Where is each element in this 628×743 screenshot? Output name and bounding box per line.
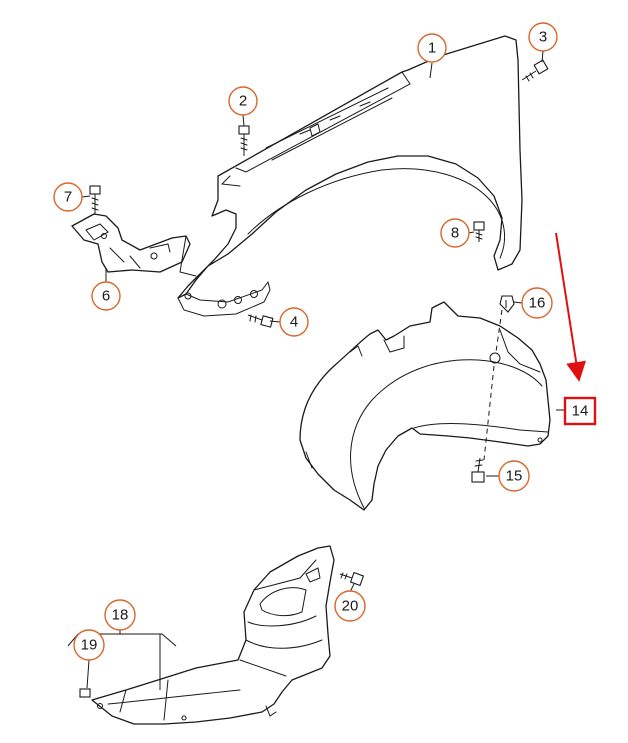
lower-splash-shield: [91, 545, 335, 725]
bolt-7: [89, 185, 101, 214]
callout-4: 4: [279, 307, 309, 337]
bolt-15: [471, 457, 485, 483]
front-fender: [177, 35, 523, 317]
callout-label: 4: [290, 314, 298, 331]
callout-label: 19: [81, 637, 98, 654]
bolt-3: [521, 59, 549, 82]
callout-3: 3: [528, 22, 558, 52]
highlight-label: 14: [572, 403, 589, 420]
callout-label: 2: [239, 93, 247, 110]
callout-1: 1: [417, 33, 447, 63]
callout-18: 18: [104, 599, 136, 631]
callout-label: 20: [342, 598, 359, 615]
callout-label: 7: [64, 189, 72, 206]
wheelhouse-liner: [299, 301, 551, 511]
callout-label: 8: [451, 225, 459, 242]
callout-label: 16: [529, 295, 546, 312]
callout-label: 6: [102, 288, 110, 305]
callout-2: 2: [228, 86, 258, 116]
bolt-4: [247, 314, 274, 328]
bolt-8: [473, 221, 485, 242]
callout-label: 1: [428, 40, 436, 57]
clip-19: [79, 688, 91, 698]
callout-20: 20: [334, 590, 366, 622]
callout-label: 18: [112, 607, 129, 624]
callout-19: 19: [73, 629, 105, 661]
callout-label: 3: [539, 29, 547, 46]
callout-8: 8: [440, 218, 470, 248]
bolt-20: [339, 571, 365, 587]
callout-6: 6: [91, 281, 121, 311]
bolt-2: [238, 125, 250, 156]
callout-7: 7: [53, 182, 83, 212]
fender-bracket: [71, 213, 197, 277]
callout-15: 15: [498, 460, 530, 492]
callout-label: 15: [506, 468, 523, 485]
highlight-callout-14: 14: [563, 396, 597, 426]
clip-16: [499, 295, 515, 313]
callout-16: 16: [521, 287, 553, 319]
highlight-arrow: [555, 232, 587, 382]
